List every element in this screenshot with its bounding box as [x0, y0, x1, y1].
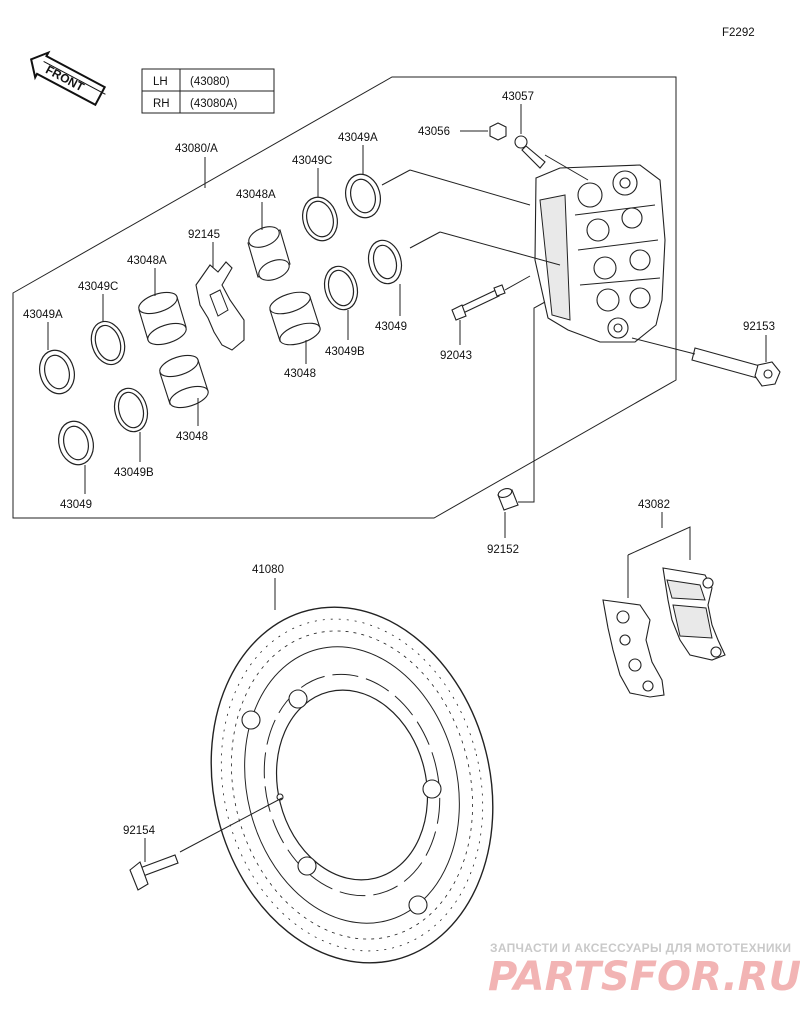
- seal-43049a-left: [39, 349, 75, 395]
- seal-43049-low: [58, 420, 94, 466]
- label-43049b-mid: 43049B: [325, 346, 365, 358]
- piston-43048-mid: [269, 291, 321, 346]
- label-43049c-left: 43049C: [78, 281, 118, 293]
- label-41080: 41080: [252, 564, 284, 576]
- piston-43048-low: [159, 354, 209, 409]
- brake-disc-41080: [210, 606, 494, 964]
- seal-43049-mid: [367, 239, 403, 285]
- seal-43049c-left: [90, 320, 126, 366]
- label-92145: 92145: [188, 229, 220, 241]
- bush-92152: [497, 487, 519, 511]
- label-43048a-left: 43048A: [127, 255, 167, 267]
- clip-92145: [195, 261, 245, 351]
- table-row-rh-side: RH: [153, 98, 170, 110]
- label-92043: 92043: [440, 350, 472, 362]
- table-row-rh-code: (43080A): [190, 98, 237, 110]
- label-43048-low: 43048: [176, 431, 208, 443]
- watermark-brand: PARTSFOR.RU: [488, 954, 800, 1000]
- seal-43049b-low: [113, 387, 149, 433]
- label-43048-mid: 43048: [284, 368, 316, 380]
- pin-92043: [451, 284, 506, 321]
- lh-rh-table: LH (43080) RH (43080A): [141, 68, 275, 114]
- label-43057: 43057: [502, 91, 534, 103]
- label-43049c-top: 43049C: [292, 155, 332, 167]
- seal-43049c-top: [302, 196, 338, 242]
- label-43048a-top: 43048A: [236, 189, 276, 201]
- seal-43049b-mid: [323, 265, 359, 311]
- label-43049a-top: 43049A: [338, 132, 378, 144]
- caliper-body: [534, 164, 666, 343]
- bolt-92153: [691, 347, 781, 387]
- brake-pads-43082: [602, 567, 726, 698]
- figure-code: F2292: [722, 27, 755, 39]
- watermark-tagline: ЗАПЧАСТИ И АКСЕССУАРЫ ДЛЯ МОТОТЕХНИКИ: [490, 941, 791, 955]
- label-43082: 43082: [638, 499, 670, 511]
- caliper-assembly-outline: [12, 76, 677, 519]
- piston-43048a-top: [247, 226, 291, 281]
- piston-43048a-left: [138, 291, 187, 346]
- label-43049b-low: 43049B: [114, 467, 154, 479]
- label-92152: 92152: [487, 544, 519, 556]
- caliper-assy-label: 43080/A: [175, 143, 218, 155]
- label-43049-mid: 43049: [375, 321, 407, 333]
- table-row-lh-side: LH: [153, 76, 168, 88]
- front-arrow-icon: FRONT: [29, 50, 107, 107]
- label-43049a-left: 43049A: [23, 309, 63, 321]
- label-43056: 43056: [418, 126, 450, 138]
- cap-43056: [489, 122, 507, 141]
- bleeder-43057: [514, 135, 546, 169]
- label-92153: 92153: [743, 321, 775, 333]
- seal-43049a-top: [345, 173, 381, 219]
- table-row-lh-code: (43080): [190, 76, 230, 88]
- label-43049-low: 43049: [60, 499, 92, 511]
- bolt-92154: [129, 854, 179, 891]
- label-92154: 92154: [123, 825, 156, 837]
